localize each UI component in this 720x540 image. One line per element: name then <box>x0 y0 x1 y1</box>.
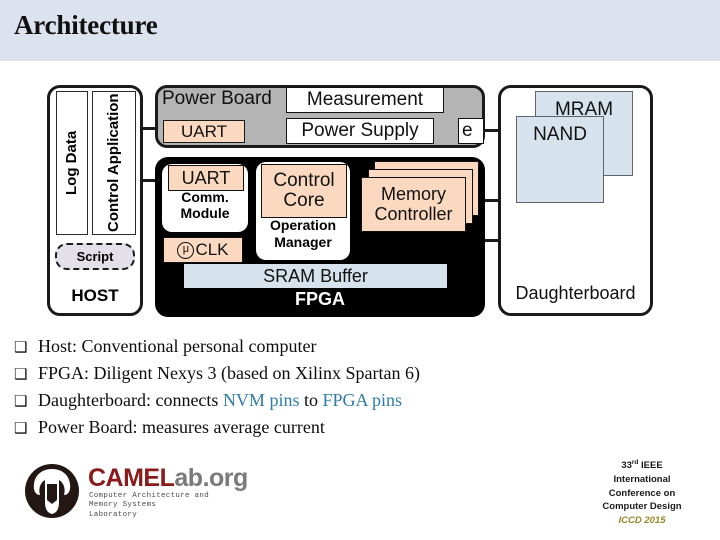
connector-fpga-daughterboard-lower <box>481 239 503 242</box>
fpga-label: FPGA <box>294 289 345 309</box>
conference-credit: 33rd IEEE International Conference on Co… <box>582 458 702 528</box>
power-board-power-supply-block: Power Supply <box>286 118 434 144</box>
host-control-application-label: Control Application <box>105 93 123 233</box>
camel-lab-wordmark: CAMELab.org <box>88 464 248 493</box>
page-title: Architecture <box>14 10 158 40</box>
memory-controller-block: Memory Controller <box>361 177 466 232</box>
connector-fpga-daughterboard-upper <box>481 199 503 202</box>
connector-host-fpga <box>139 179 159 182</box>
power-board-edge-fragment: e <box>458 118 484 144</box>
list-item-text: Host: Conventional personal computer <box>38 336 317 356</box>
camel-word: CAMEL <box>88 464 175 492</box>
conference-line-1: 33rd IEEE <box>621 459 663 472</box>
host-script-box: Script <box>55 243 135 270</box>
fpga-sram-buffer-block: SRAM Buffer <box>184 264 447 288</box>
fpga-control-core-block: Control Core <box>261 164 347 218</box>
checkbox-bullet-icon: ❑ <box>14 340 28 356</box>
header-band <box>0 0 720 61</box>
conference-line-3: Conference on <box>608 487 676 499</box>
checkbox-bullet-icon: ❑ <box>14 367 28 383</box>
architecture-diagram: Log Data Control Application Script HOST… <box>0 61 720 331</box>
checkbox-bullet-icon: ❑ <box>14 421 28 437</box>
fpga-comm-module-label: Comm. Module <box>180 189 230 222</box>
power-board-measurement-block: Measurement <box>286 87 444 113</box>
host-control-application-block: Control Application <box>92 91 136 235</box>
fpga-pins-highlight: FPGA pins <box>322 390 403 410</box>
list-item: ❑ FPGA: Diligent Nexys 3 (based on Xilin… <box>8 363 528 384</box>
connector-powerboard-daughterboard <box>481 129 501 132</box>
host-log-data-label: Log Data <box>63 130 81 196</box>
list-item: ❑ Host: Conventional personal computer <box>8 336 528 357</box>
checkbox-bullet-icon: ❑ <box>14 394 28 410</box>
nand-chip: NAND <box>516 116 604 203</box>
host-log-data-block: Log Data <box>56 91 88 235</box>
host-label: HOST <box>71 286 119 305</box>
nvm-pins-highlight: NVM pins <box>222 390 300 410</box>
list-item: ❑ Daughterboard: connects NVM pins to FP… <box>8 390 528 411</box>
list-item: ❑ Power Board: measures average current <box>8 417 528 438</box>
fpga-clock-label: CLK <box>195 240 229 259</box>
bullet-list: ❑ Host: Conventional personal computer ❑… <box>8 336 528 444</box>
camel-head-logo-icon <box>25 464 79 518</box>
connector-host-powerboard <box>139 127 159 130</box>
conference-line-4: Computer Design <box>602 501 682 513</box>
micro-circle-icon: μ <box>177 241 195 259</box>
list-item-text: FPGA: Diligent Nexys 3 (based on Xilinx … <box>38 363 420 383</box>
list-item-text: Daughterboard: connects NVM pins to FPGA… <box>38 390 403 410</box>
list-item-text: Power Board: measures average current <box>38 417 325 437</box>
daughterboard-label: Daughterboard <box>515 283 636 303</box>
fpga-uart-block: UART <box>168 165 244 191</box>
fpga-operation-manager-label: Operation Manager <box>269 217 337 250</box>
power-board-label: Power Board <box>162 88 272 109</box>
conference-line-2: International <box>613 473 671 485</box>
conference-acronym: ICCD 2015 <box>618 515 666 527</box>
lab-org-word: ab.org <box>174 464 248 492</box>
power-board-uart-block: UART <box>163 120 245 143</box>
